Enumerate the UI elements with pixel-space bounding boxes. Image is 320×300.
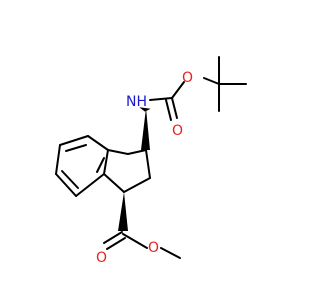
bond [61,170,79,189]
bond [96,157,105,173]
bond [203,77,220,85]
bond [59,135,89,146]
bond [123,177,151,193]
ether-oxygen-label: O [182,70,193,86]
bond [103,149,109,175]
bond [75,173,105,197]
bond [171,97,178,119]
bond [122,233,148,249]
bond [160,247,181,259]
bond [127,149,147,155]
bond [145,149,151,179]
bond [149,97,173,101]
wedge-bond [118,192,128,231]
bond [87,135,109,151]
bond [171,81,185,99]
bond [106,237,126,250]
molecule-structure: NH O O O O [55,56,247,266]
nh-label: NH [126,94,147,110]
ester-carbonyl-oxygen-label: O [96,250,107,266]
bond [103,173,125,193]
bond [55,173,77,197]
wedge-bond [139,107,151,112]
bond [165,99,172,121]
bond [65,144,87,152]
wedge-bond [141,108,150,150]
bond [107,149,129,155]
ester-ether-oxygen-label: O [148,240,159,256]
bond [103,231,123,244]
carbonyl-oxygen-label: O [172,123,183,139]
bond [55,144,61,175]
